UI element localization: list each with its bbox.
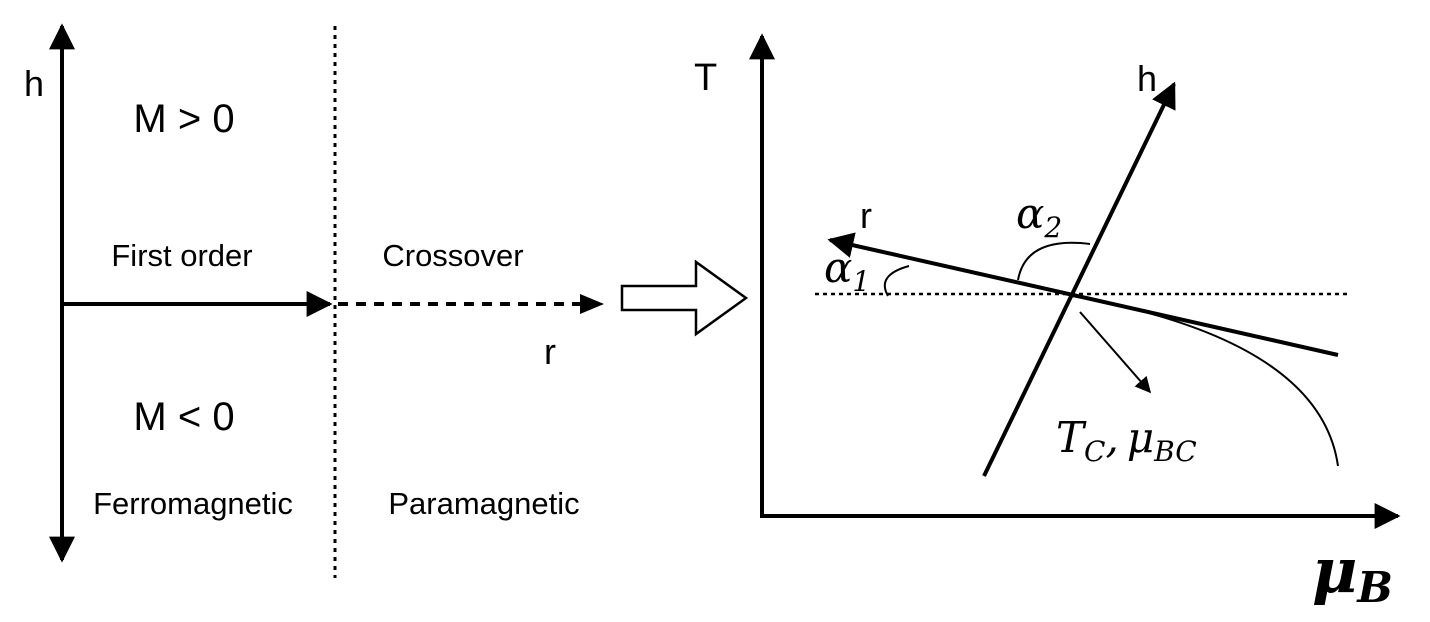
crossover-arrowhead (580, 294, 604, 314)
h-direction-line (982, 81, 1176, 477)
left-panel: h r M > 0 M < 0 First order Crossover Fe… (24, 23, 604, 578)
muB-axis-label: μB (1312, 534, 1393, 612)
crossover-label: Crossover (382, 238, 523, 273)
right-panel: T μB h r α1 α2 TC,μBC (694, 33, 1401, 612)
r-direction-label: r (860, 195, 872, 236)
alpha1-arc (883, 265, 910, 297)
left-h-axis-label: h (24, 63, 44, 104)
first-order-label: First order (111, 238, 252, 273)
h-direction-label: h (1137, 58, 1157, 99)
region-lower-label: M < 0 (133, 395, 234, 439)
transform-arrow-icon (620, 259, 749, 337)
alpha1-label: α1 (824, 243, 870, 298)
paramagnetic-label: Paramagnetic (388, 486, 579, 521)
alpha2-arc (1017, 241, 1091, 281)
first-order-curve (1071, 295, 1339, 467)
critical-point-label: TC,μBC (1056, 413, 1197, 468)
ferromagnetic-label: Ferromagnetic (93, 486, 293, 521)
critical-point-arrow (1079, 311, 1152, 394)
T-axis-label: T (694, 57, 717, 99)
alpha2-label: α2 (1016, 189, 1062, 244)
region-upper-label: M > 0 (133, 97, 234, 141)
left-r-axis-label: r (544, 331, 556, 372)
